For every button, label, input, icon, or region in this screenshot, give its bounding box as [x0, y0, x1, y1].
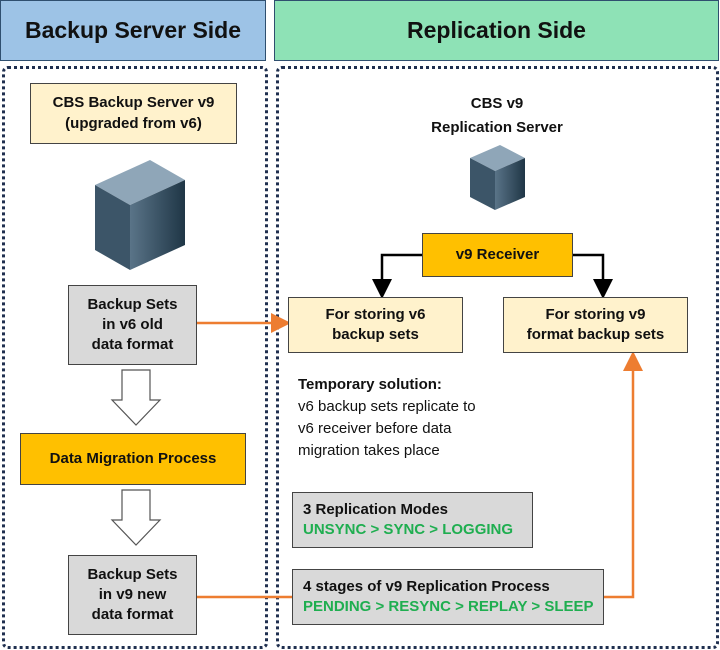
box-line: For storing v9: [545, 305, 646, 323]
note-title: Temporary solution:: [298, 376, 442, 393]
cbs-backup-server-box: CBS Backup Server v9 (upgraded from v6): [30, 83, 237, 144]
temporary-solution-note: Temporary solution: v6 backup sets repli…: [298, 374, 538, 462]
box-line: (upgraded from v6): [65, 114, 202, 132]
title-line: Replication Server: [431, 119, 563, 136]
arrow-receiver-to-v9: [572, 253, 613, 299]
replication-modes-box: 3 Replication Modes UNSYNC > SYNC > LOGG…: [292, 492, 533, 548]
arrow-stages-to-storing-v9: [603, 351, 643, 599]
box-line: Backup Sets: [87, 565, 178, 583]
backup-side-region: [2, 66, 268, 649]
arrow-receiver-to-v6: [372, 253, 422, 299]
storing-v9-box: For storing v9 format backup sets: [503, 297, 688, 353]
replication-side-region: [276, 66, 719, 649]
v9-receiver-box: v9 Receiver: [422, 233, 573, 277]
note-line: v6 receiver before data: [298, 420, 452, 437]
box-title: 4 stages of v9 Replication Process: [303, 577, 550, 595]
box-line: in v9 new: [98, 585, 167, 603]
modes-sequence: UNSYNC > SYNC > LOGGING: [303, 521, 514, 538]
note-line: migration takes place: [298, 442, 440, 459]
backup-server-side-header: Backup Server Side: [0, 0, 266, 61]
box-line: For storing v6: [325, 305, 426, 323]
box-line: format backup sets: [526, 326, 665, 343]
replication-stages-box: 4 stages of v9 Replication Process PENDI…: [292, 569, 604, 625]
box-line: backup sets: [332, 326, 419, 343]
box-line: Data Migration Process: [49, 449, 217, 467]
replication-server-title: CBS v9 Replication Server: [397, 92, 597, 140]
data-migration-box: Data Migration Process: [20, 433, 246, 485]
note-line: v6 backup sets replicate to: [298, 398, 476, 415]
storing-v6-box: For storing v6 backup sets: [288, 297, 463, 353]
header-title: Backup Server Side: [24, 17, 242, 43]
box-line: in v6 old: [102, 315, 163, 333]
hollow-arrow-down-1: [110, 369, 162, 426]
box-line: data format: [91, 336, 174, 354]
box-line: v9 Receiver: [455, 245, 540, 263]
server-icon-backup: [95, 160, 185, 270]
backup-sets-v9-box: Backup Sets in v9 new data format: [68, 555, 197, 635]
box-line: data format: [91, 606, 174, 624]
hollow-arrow-down-2: [110, 489, 162, 546]
box-line: CBS Backup Server v9: [52, 94, 215, 112]
server-icon-replication: [470, 145, 525, 210]
replication-side-header: Replication Side: [274, 0, 719, 61]
backup-sets-v6-box: Backup Sets in v6 old data format: [68, 285, 197, 365]
box-title: 3 Replication Modes: [303, 500, 449, 518]
header-title: Replication Side: [407, 17, 586, 43]
box-line: Backup Sets: [87, 295, 178, 313]
title-line: CBS v9: [470, 95, 524, 112]
stages-sequence: PENDING > RESYNC > REPLAY > SLEEP: [303, 598, 594, 615]
